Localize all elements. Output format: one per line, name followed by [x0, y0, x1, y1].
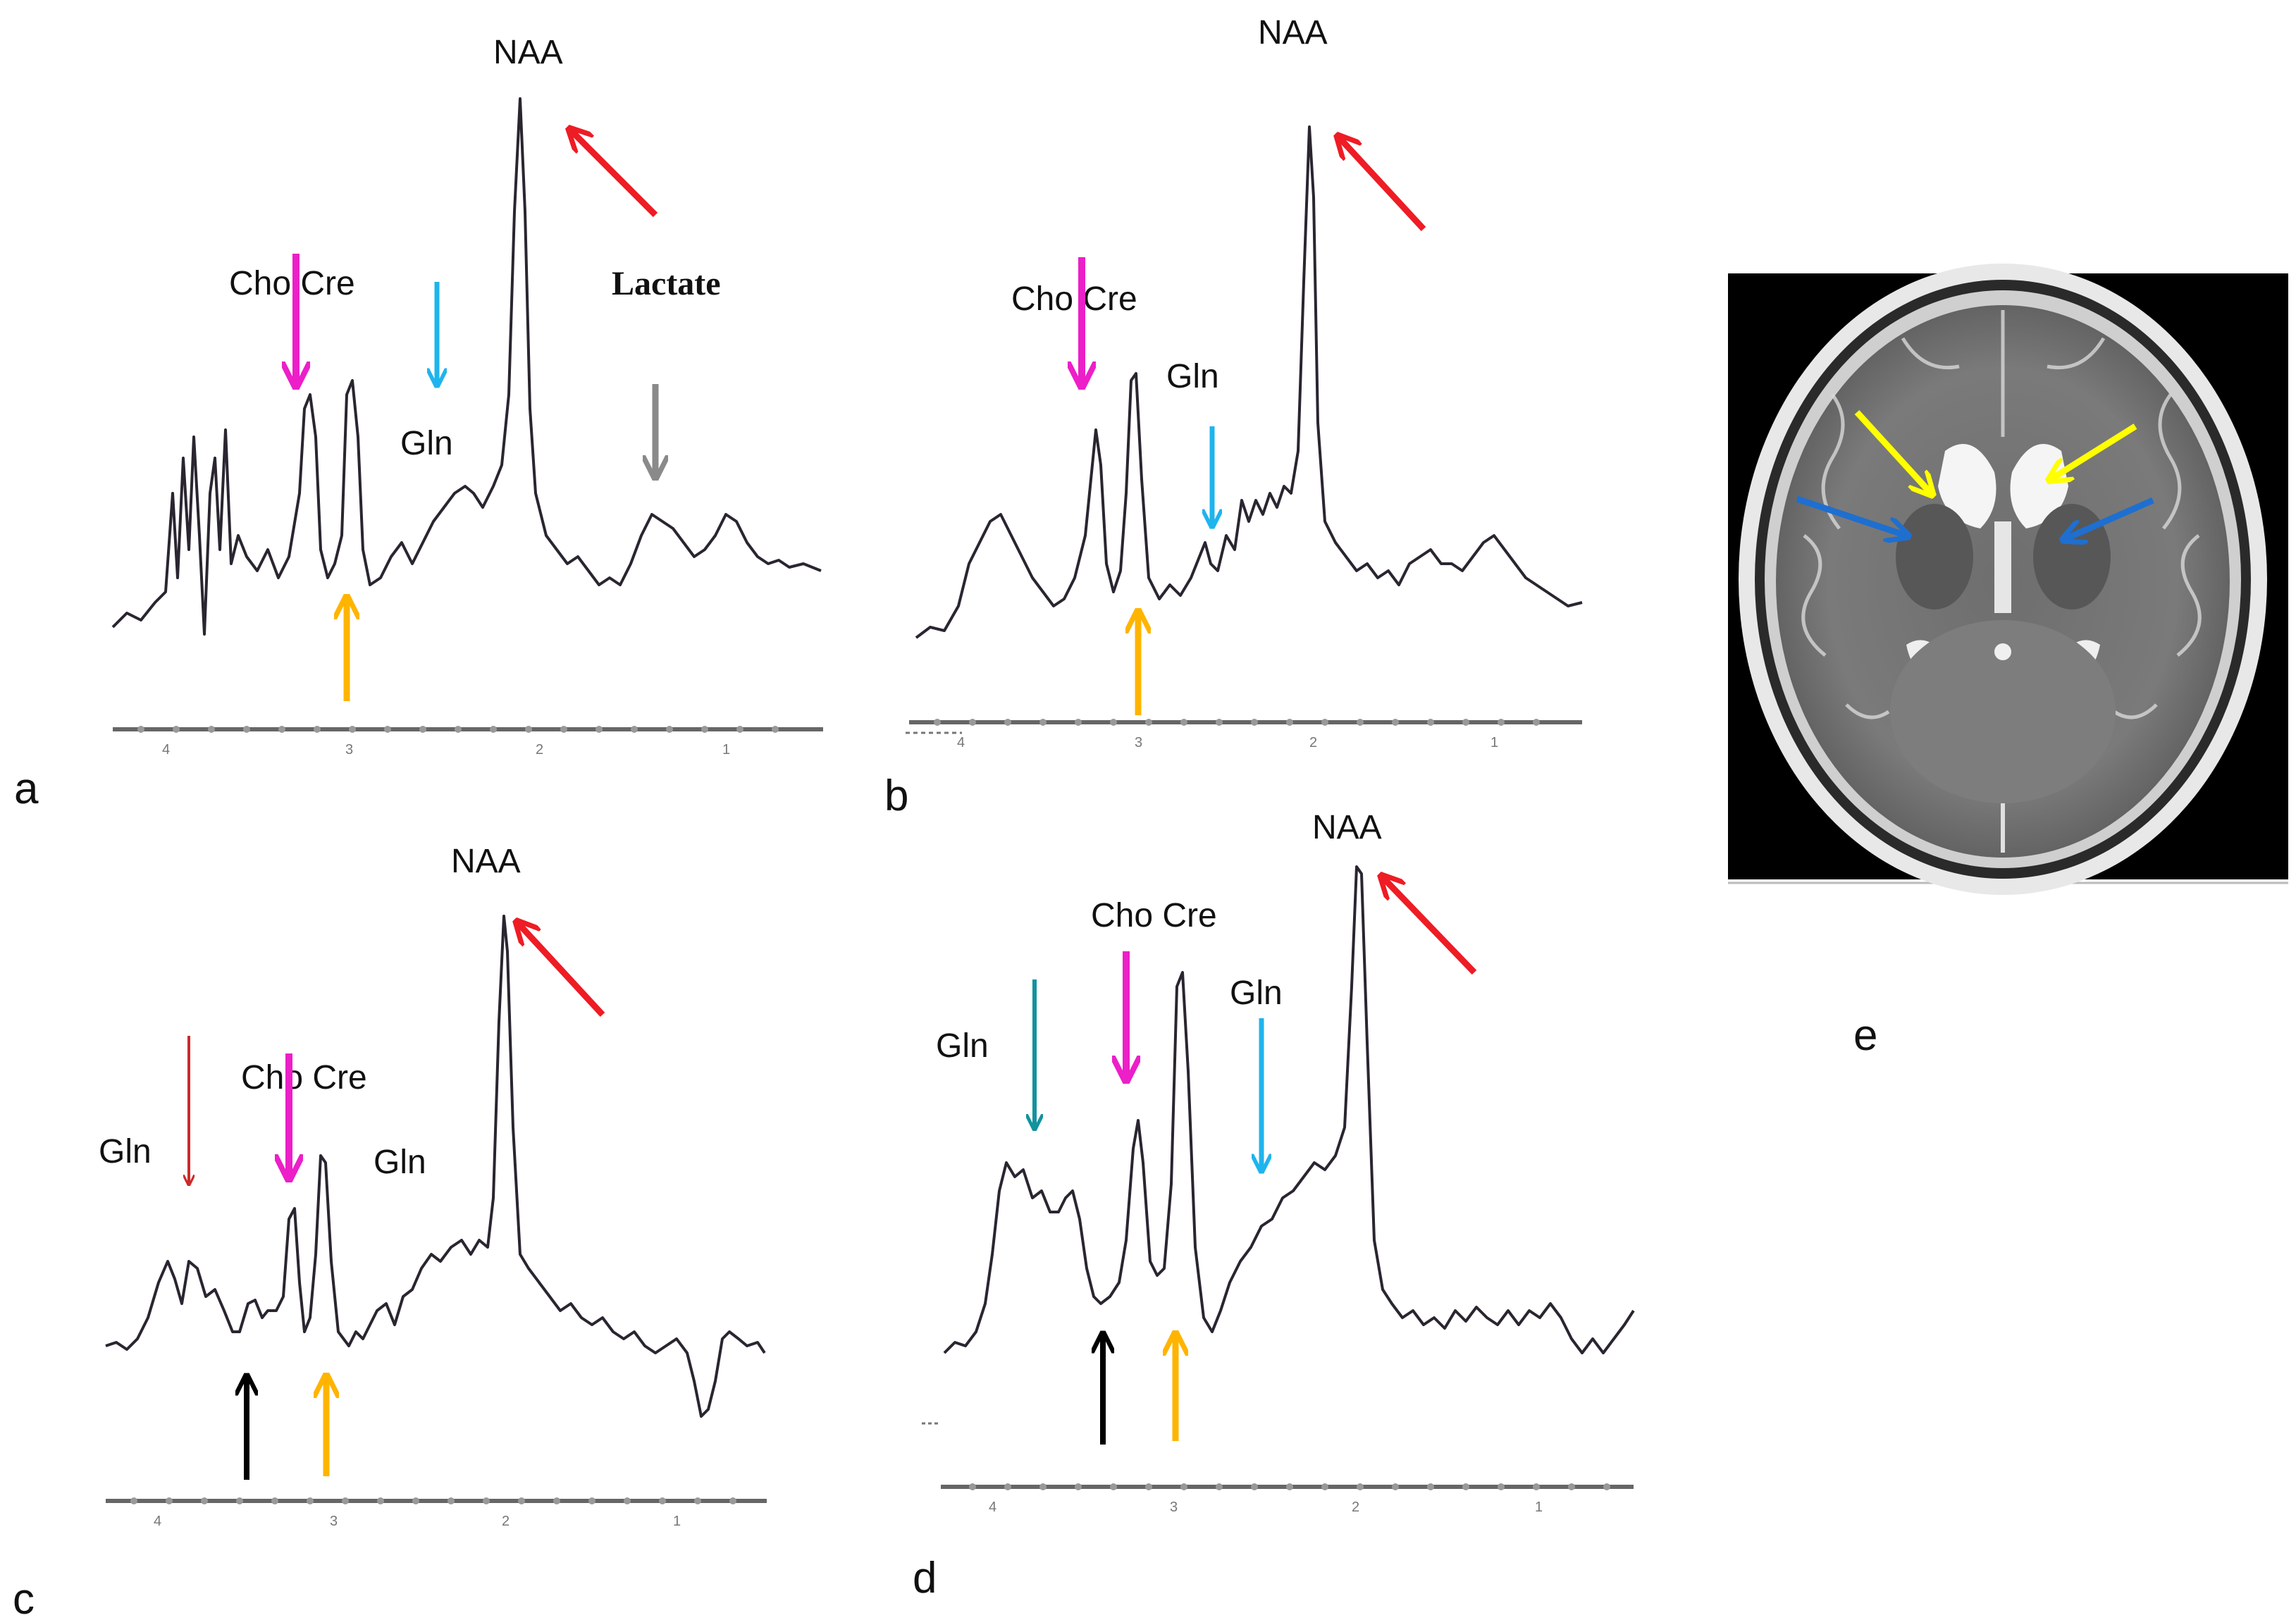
label-b-gln: Gln	[1166, 358, 1219, 395]
spectrum-c	[105, 915, 766, 1418]
tick-dots-a	[137, 726, 779, 733]
panel-d: 4 3 2 1 NAA Cho Cre Gln Gln d	[913, 809, 1635, 1602]
tick-a-3: 3	[345, 742, 353, 758]
label-d-naa: NAA	[1312, 809, 1382, 846]
panel-letter-c: c	[13, 1575, 35, 1620]
label-a-cho-cre: Cho Cre	[229, 265, 355, 302]
tick-b-2: 2	[1309, 735, 1317, 750]
spectrum-a	[111, 97, 822, 636]
label-c-naa: NAA	[451, 843, 521, 880]
tick-a-2: 2	[536, 742, 543, 758]
label-d-gln-left: Gln	[936, 1027, 989, 1065]
tick-d-4: 4	[989, 1500, 996, 1515]
tick-c-4: 4	[154, 1514, 161, 1529]
tick-b-3: 3	[1135, 735, 1142, 750]
naa-arrow-d	[1383, 877, 1477, 975]
panel-b: 4 3 2 1 NAA Cho Cre Gln b	[884, 14, 1583, 820]
mri-blue-arrow-right	[2065, 497, 2154, 539]
tick-dots-b	[934, 719, 1540, 726]
spectrum-b	[915, 125, 1583, 639]
label-c-cho-cre: Cho Cre	[241, 1059, 367, 1096]
spectrum-d	[943, 865, 1635, 1354]
tick-b-1: 1	[1490, 735, 1498, 750]
panel-e: e	[1728, 264, 2288, 1060]
mri-yellow-arrow-right	[2051, 423, 2137, 479]
panel-c: 4 3 2 1 NAA Cho Cre Gln Gln c	[13, 843, 767, 1620]
tick-c-2: 2	[502, 1514, 510, 1529]
tick-b-4: 4	[957, 735, 965, 750]
label-a-lactate: Lactate	[612, 265, 721, 302]
panel-letter-b: b	[884, 772, 908, 820]
tick-a-4: 4	[162, 742, 170, 758]
label-b-naa: NAA	[1258, 14, 1328, 51]
tick-dots-c	[130, 1497, 736, 1504]
mri-yellow-arrow-left	[1854, 409, 1931, 493]
naa-arrow-a	[571, 130, 658, 218]
panel-a: 4 3 2 1 NAA Cho Cre Gln Lactate a	[14, 34, 823, 813]
tick-d-2: 2	[1352, 1500, 1359, 1515]
label-a-naa: NAA	[493, 34, 563, 71]
tick-d-1: 1	[1535, 1500, 1543, 1515]
label-c-gln-right: Gln	[374, 1144, 426, 1181]
label-a-gln: Gln	[400, 425, 453, 462]
mri-image	[1739, 264, 2267, 895]
panel-letter-d: d	[913, 1554, 937, 1602]
tick-c-1: 1	[673, 1514, 681, 1529]
naa-arrow-b	[1339, 137, 1426, 232]
mri-blue-arrow-left	[1796, 495, 1906, 536]
tick-a-1: 1	[722, 742, 730, 758]
panel-letter-e: e	[1853, 1011, 1877, 1060]
naa-arrow-c	[518, 923, 605, 1018]
tick-c-3: 3	[330, 1514, 338, 1529]
label-d-cho-cre: Cho Cre	[1091, 897, 1217, 934]
tick-dots-d	[969, 1483, 1610, 1490]
panel-letter-a: a	[14, 765, 39, 813]
label-c-gln-left: Gln	[99, 1133, 152, 1170]
tick-d-3: 3	[1170, 1500, 1178, 1515]
label-d-gln-right: Gln	[1230, 975, 1283, 1012]
label-b-cho-cre: Cho Cre	[1011, 280, 1137, 318]
